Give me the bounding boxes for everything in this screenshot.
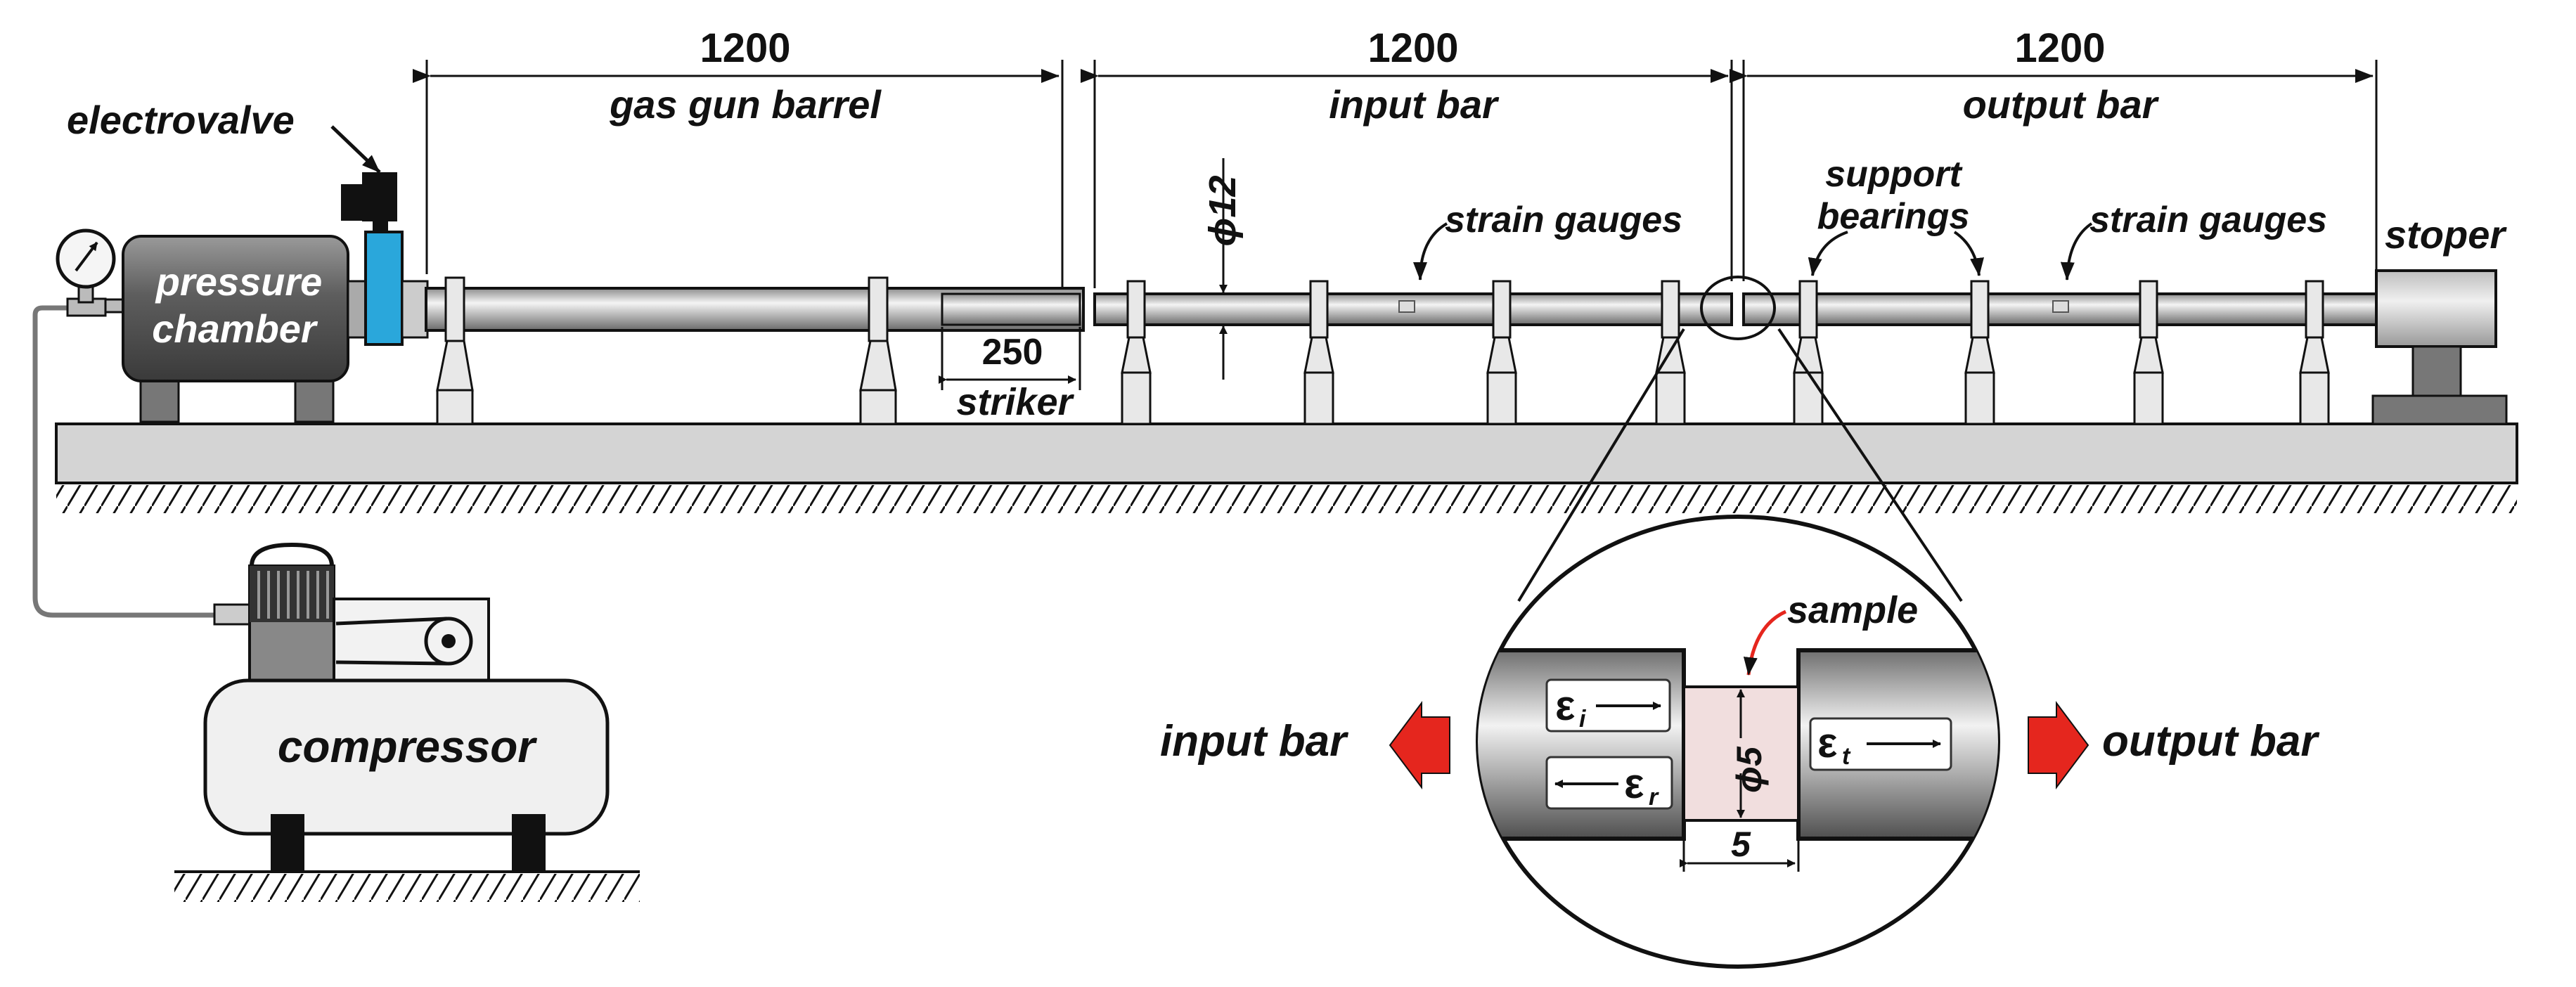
transmitted-strain-symbol: ε <box>1817 719 1837 766</box>
support-bearing-2 <box>1303 280 1334 425</box>
dimension-lines <box>413 60 2378 295</box>
strain-gauges-input-label: strain gauges <box>1445 200 1682 240</box>
support-bearing-6 <box>1964 280 1995 425</box>
output-bar <box>1742 292 2378 326</box>
barrel-length-label: 1200 <box>700 25 790 71</box>
test-bench-base <box>55 422 2518 513</box>
compressor <box>174 542 640 902</box>
output-bar-label: output bar <box>1963 82 2160 127</box>
striker-label: striker <box>956 381 1074 423</box>
input-bar <box>1093 292 1733 326</box>
sample-diameter-label: ϕ5 <box>1730 746 1769 793</box>
strain-gauges-output-pointer <box>2060 222 2093 280</box>
pressure-gauge <box>32 228 214 618</box>
detail-callout-lines <box>1517 276 1963 602</box>
strain-gauges-input-pointer <box>1413 222 1448 280</box>
reflected-strain-symbol: ε <box>1624 760 1644 807</box>
pressure-label: pressure <box>155 259 323 304</box>
transmitted-strain-box: ε t <box>1809 717 1952 771</box>
bearings-label: bearings <box>1817 196 1970 237</box>
detail-output-bar-label: output bar <box>2102 717 2319 766</box>
stoper-label: stoper <box>2385 212 2507 257</box>
incident-strain-symbol: ε <box>1555 682 1575 729</box>
chamber-label: chamber <box>152 307 318 351</box>
support-label: support <box>1825 154 1963 195</box>
incident-strain-box: ε i <box>1545 678 1671 733</box>
input-bar-label: input bar <box>1329 82 1500 127</box>
support-bearing-8 <box>2299 280 2330 425</box>
sample-length-dimension <box>1680 822 1800 872</box>
striker-length-label: 250 <box>982 332 1043 373</box>
barrel-support-1 <box>436 276 474 425</box>
electrovalve <box>341 172 429 346</box>
gas-gun-barrel-label: gas gun barrel <box>609 82 882 127</box>
striker-dimension <box>939 327 1081 390</box>
support-bearings-pointer-1 <box>1808 231 1848 276</box>
detail-input-bar-label: input bar <box>1160 717 1348 766</box>
input-bar-direction-arrow <box>1389 701 1450 789</box>
output-bar-length-label: 1200 <box>2014 25 2105 71</box>
sample-label: sample <box>1787 589 1918 631</box>
bar-diameter-label: ϕ12 <box>1202 176 1244 247</box>
support-bearing-7 <box>2133 280 2164 425</box>
support-bearing-3 <box>1486 280 1517 425</box>
electrovalve-label: electrovalve <box>67 98 295 142</box>
stoper <box>2371 269 2508 425</box>
strain-gauges-output-label: strain gauges <box>2089 200 2327 240</box>
support-bearings-pointer-2 <box>1953 231 1984 276</box>
barrel-support-2 <box>859 276 897 425</box>
input-bar-length-label: 1200 <box>1367 25 1458 71</box>
electrovalve-pointer <box>330 125 381 174</box>
compressor-label: compressor <box>278 721 537 772</box>
sample-pointer <box>1743 609 1787 676</box>
reflected-strain-box: ε r <box>1545 756 1673 811</box>
support-bearing-1 <box>1121 280 1152 425</box>
incident-strain-subscript: i <box>1579 706 1587 733</box>
reflected-strain-subscript: r <box>1649 784 1659 811</box>
sample-length-label: 5 <box>1731 825 1751 864</box>
gas-gun-barrel <box>425 287 1085 332</box>
output-bar-direction-arrow <box>2028 701 2089 789</box>
transmitted-strain-subscript: t <box>1842 743 1851 770</box>
